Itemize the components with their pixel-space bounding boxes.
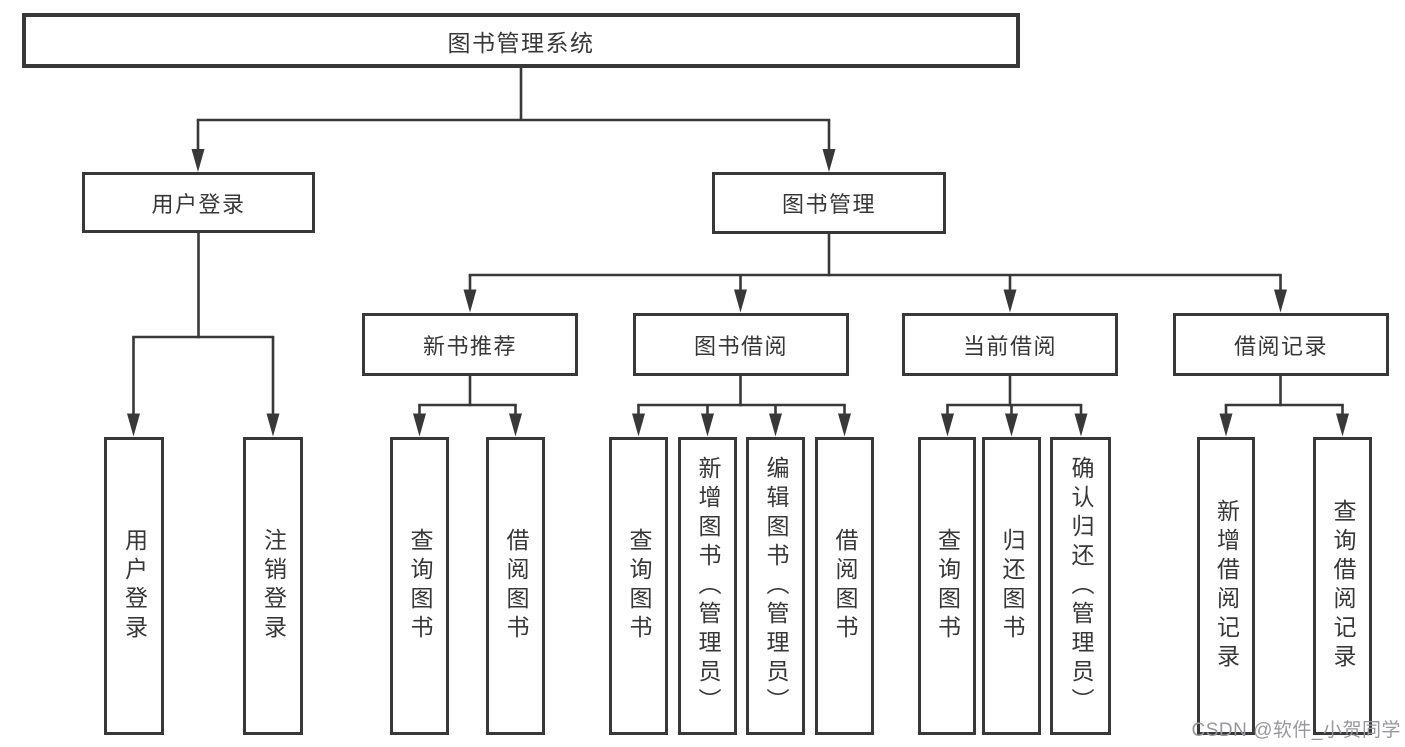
leaf-logout: 注销登录 bbox=[243, 437, 303, 735]
arrowhead-leaf-br-add bbox=[1219, 413, 1233, 437]
node-current-borrow: 当前借阅 bbox=[902, 313, 1118, 376]
arrowhead-leaf-bb-edit bbox=[769, 413, 782, 437]
leaf-borrow-borrow-books: 借阅图书 bbox=[815, 437, 874, 735]
node-root-system-label: 图书管理系统 bbox=[447, 29, 595, 56]
leaf-records-query-record-label: 查询借阅记录 bbox=[1330, 499, 1356, 673]
arrowhead-leaf-cb-query bbox=[941, 413, 954, 437]
node-current-borrow-label: 当前借阅 bbox=[962, 333, 1057, 359]
arrowhead-leaf-bb-borrow bbox=[838, 413, 851, 437]
leaf-borrow-borrow-books-label: 借阅图书 bbox=[832, 528, 858, 644]
node-book-borrow: 图书借阅 bbox=[633, 313, 849, 376]
arrowhead-book-borrow bbox=[734, 289, 747, 313]
leaf-current-confirm-return-admin-label: 确认归还（管理员） bbox=[1068, 455, 1094, 717]
watermark-text: CSDN @软件_小贺同学 bbox=[1191, 720, 1401, 741]
node-new-book-recommend: 新书推荐 bbox=[362, 313, 578, 376]
arrowhead-leaf-logout bbox=[266, 413, 280, 437]
leaf-current-confirm-return-admin: 确认归还（管理员） bbox=[1050, 437, 1111, 735]
leaf-current-query-books: 查询图书 bbox=[918, 437, 976, 735]
node-book-borrow-label: 图书借阅 bbox=[693, 333, 788, 359]
arrowhead-leaf-bb-query bbox=[632, 413, 645, 437]
leaf-borrow-edit-books-admin: 编辑图书（管理员） bbox=[746, 437, 805, 735]
arrowhead-leaf-cb-confirm bbox=[1074, 413, 1088, 437]
leaf-borrow-add-books-admin: 新增图书（管理员） bbox=[678, 437, 737, 735]
leaf-newbook-borrow-books-label: 借阅图书 bbox=[503, 528, 529, 644]
leaf-current-query-books-label: 查询图书 bbox=[934, 528, 961, 644]
leaf-borrow-query-books-label: 查询图书 bbox=[626, 528, 652, 644]
node-book-management-label: 图书管理 bbox=[781, 192, 876, 217]
leaf-newbook-borrow-books: 借阅图书 bbox=[486, 437, 545, 735]
node-user-login-label: 用户登录 bbox=[151, 191, 246, 217]
leaf-borrow-edit-books-admin-label: 编辑图书（管理员） bbox=[763, 455, 789, 717]
leaf-records-add-record: 新增借阅记录 bbox=[1197, 437, 1255, 735]
leaf-newbook-query-books: 查询图书 bbox=[390, 437, 449, 735]
arrowhead-leaf-bb-add bbox=[701, 413, 714, 437]
leaf-user-login-label: 用户登录 bbox=[121, 528, 148, 644]
arrowhead-leaf-nbr-query bbox=[413, 413, 426, 437]
node-root-system: 图书管理系统 bbox=[22, 13, 1020, 68]
arrowhead-leaf-nbr-borrow bbox=[509, 413, 522, 437]
node-book-management: 图书管理 bbox=[712, 172, 946, 234]
leaf-borrow-query-books: 查询图书 bbox=[609, 437, 668, 735]
node-new-book-recommend-label: 新书推荐 bbox=[422, 333, 517, 359]
leaf-user-login: 用户登录 bbox=[104, 437, 164, 735]
leaf-logout-label: 注销登录 bbox=[260, 528, 287, 644]
arrowhead-current-borrow bbox=[1003, 289, 1017, 313]
leaf-borrow-add-books-admin-label: 新增图书（管理员） bbox=[695, 455, 721, 717]
arrowhead-leaf-cb-return bbox=[1005, 413, 1018, 437]
node-user-login: 用户登录 bbox=[82, 172, 315, 233]
node-borrow-records: 借阅记录 bbox=[1173, 313, 1389, 376]
leaf-records-query-record: 查询借阅记录 bbox=[1313, 437, 1372, 735]
leaf-records-add-record-label: 新增借阅记录 bbox=[1213, 499, 1240, 673]
arrowhead-new-book-recommend bbox=[463, 289, 477, 313]
arrowhead-user-login bbox=[191, 149, 205, 172]
leaf-newbook-query-books-label: 查询图书 bbox=[407, 528, 433, 644]
leaf-current-return-books-label: 归还图书 bbox=[999, 528, 1025, 644]
arrowhead-leaf-br-query bbox=[1336, 413, 1349, 437]
node-borrow-records-label: 借阅记录 bbox=[1233, 333, 1328, 359]
arrowhead-book-management bbox=[822, 149, 836, 172]
arrowhead-borrow-records bbox=[1274, 289, 1287, 313]
arrowhead-leaf-user-login bbox=[127, 413, 140, 437]
leaf-current-return-books: 归还图书 bbox=[982, 437, 1041, 735]
